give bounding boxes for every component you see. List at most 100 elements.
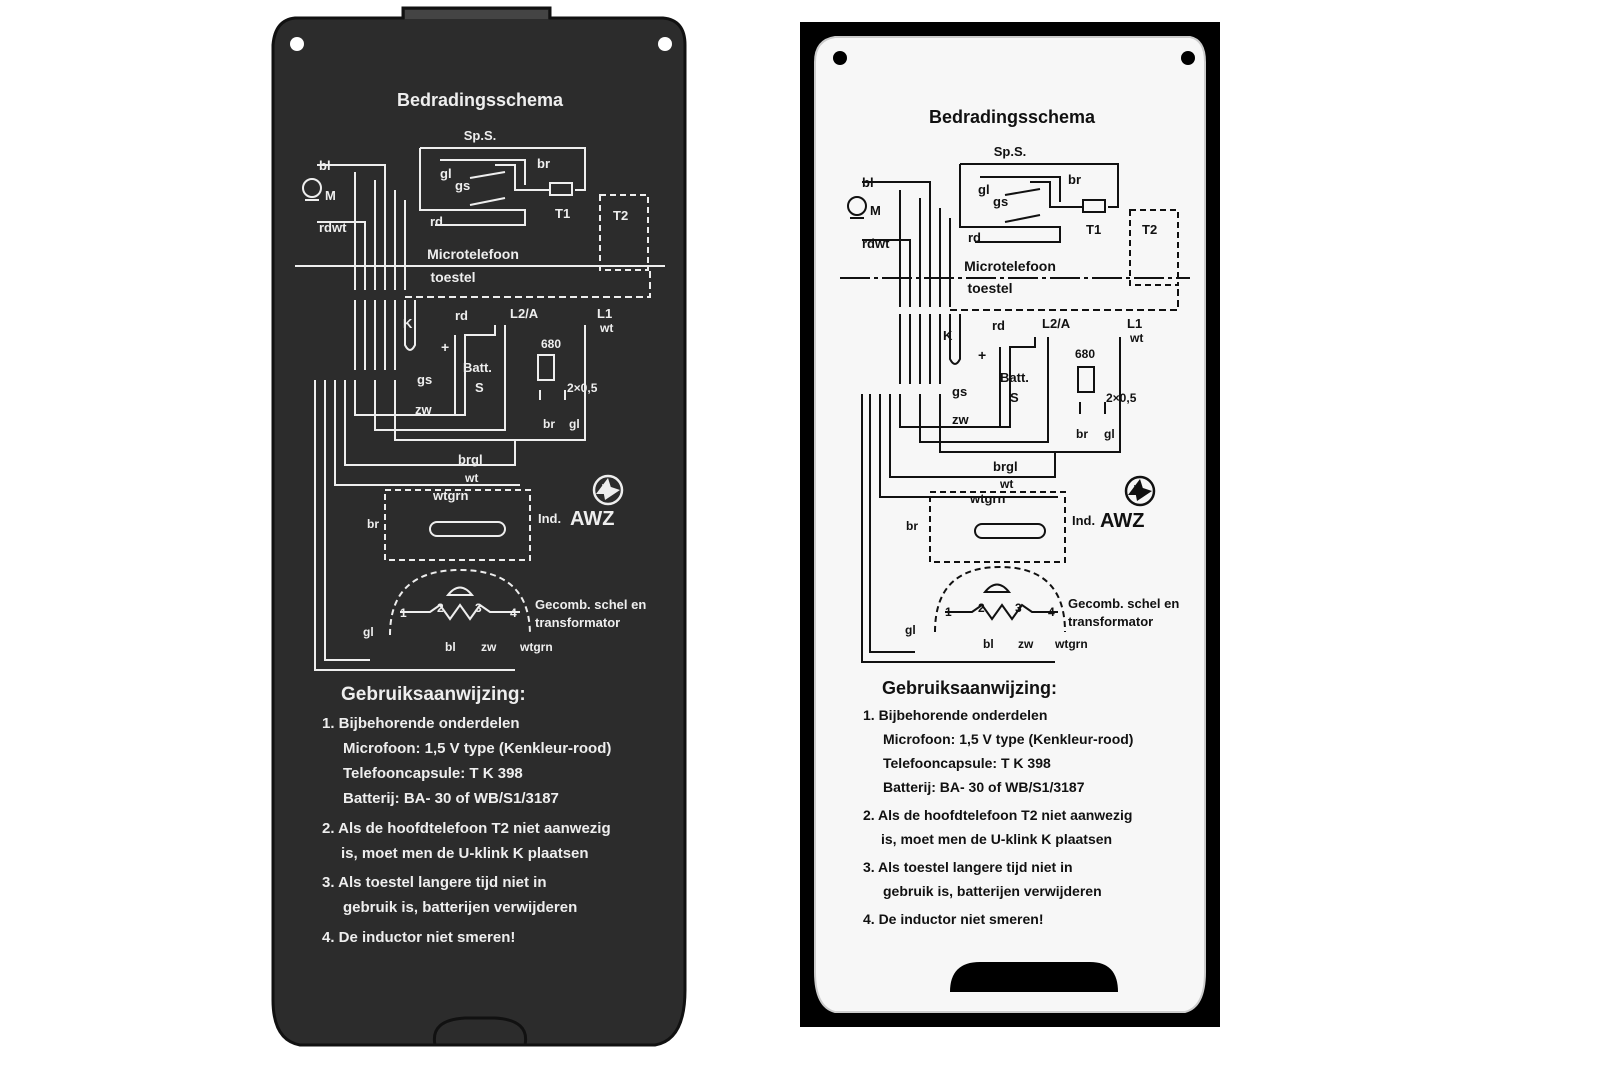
label-batt: Batt. bbox=[463, 360, 492, 375]
label-gl-3: gl bbox=[363, 625, 374, 639]
light-label-zw: zw bbox=[952, 412, 970, 427]
label-t1: T1 bbox=[555, 206, 570, 221]
light-instruction-line-5: 2. Als de hoofdtelefoon T2 niet aanwezig bbox=[863, 807, 1132, 823]
label-zw: zw bbox=[415, 402, 433, 417]
label-brgl: brgl bbox=[458, 452, 483, 467]
light-awz-logo-icon bbox=[1124, 475, 1156, 507]
light-label-plus: + bbox=[978, 347, 986, 363]
label-rdwt: rdwt bbox=[319, 220, 347, 235]
light-label-k: K bbox=[943, 328, 953, 343]
instruction-line-3: Telefooncapsule: T K 398 bbox=[343, 765, 523, 782]
label-wt-2: wt bbox=[464, 471, 478, 485]
dark-labels: Bedradingsschema Sp.S. bl M rdwt gl gs b… bbox=[319, 90, 646, 654]
instruction-line-2: Microfoon: 1,5 V type (Kenkleur-rood) bbox=[343, 740, 611, 757]
bottom-slot bbox=[950, 962, 1118, 992]
label-s: S bbox=[475, 380, 484, 395]
light-instruction-line-9: 4. De inductor niet smeren! bbox=[863, 911, 1043, 927]
label-br-2: br bbox=[543, 417, 555, 431]
label-rd-2: rd bbox=[455, 308, 468, 323]
light-mount-hole-right bbox=[1181, 51, 1195, 65]
light-instruction-line-1: 1. Bijbehorende onderdelen bbox=[863, 707, 1047, 723]
light-diagram-title: Bedradingsschema bbox=[929, 107, 1096, 127]
label-cap: 2×0,5 bbox=[567, 381, 598, 395]
label-ind: Ind. bbox=[538, 511, 561, 526]
light-label-gecomb-1: Gecomb. schel en bbox=[1068, 596, 1179, 611]
label-n3: 3 bbox=[475, 601, 482, 615]
instruction-line-7: 3. Als toestel langere tijd niet in bbox=[322, 874, 547, 891]
instruction-line-5: 2. Als de hoofdtelefoon T2 niet aanwezig bbox=[322, 820, 611, 837]
instruction-line-1: 1. Bijbehorende onderdelen bbox=[322, 715, 520, 732]
instruction-line-8: gebruik is, batterijen verwijderen bbox=[343, 899, 577, 916]
light-label-rd-2: rd bbox=[992, 318, 1005, 333]
light-label-n4: 4 bbox=[1048, 605, 1055, 619]
light-label-t1: T1 bbox=[1086, 222, 1101, 237]
light-instruction-line-2: Microfoon: 1,5 V type (Kenkleur-rood) bbox=[883, 731, 1133, 747]
light-label-rd: rd bbox=[968, 230, 981, 245]
light-label-gecomb-2: transformator bbox=[1068, 614, 1153, 629]
light-label-n3: 3 bbox=[1015, 601, 1022, 615]
light-label-br-2: br bbox=[1076, 427, 1088, 441]
light-brand-awz: AWZ bbox=[1100, 510, 1144, 532]
label-gl: gl bbox=[440, 166, 452, 181]
label-gs-2: gs bbox=[417, 372, 432, 387]
light-wiring bbox=[840, 163, 1190, 663]
label-bl-2: bl bbox=[445, 640, 456, 654]
light-instructions: Gebruiksaanwijzing: 1. Bijbehorende onde… bbox=[863, 678, 1133, 927]
light-label-br-3: br bbox=[906, 519, 918, 533]
instruction-line-4: Batterij: BA- 30 of WB/S1/3187 bbox=[343, 790, 559, 807]
label-gecomb-1: Gecomb. schel en bbox=[535, 597, 646, 612]
light-label-s: S bbox=[1010, 390, 1019, 405]
label-wt: wt bbox=[599, 321, 613, 335]
light-label-microtelefoon: Microtelefoon bbox=[964, 258, 1056, 274]
light-label-sps: Sp.S. bbox=[994, 144, 1027, 159]
light-labels: Bedradingsschema Sp.S. bl M rdwt gl gs b… bbox=[862, 107, 1179, 651]
light-instruction-line-6: is, moet men de U-klink K plaatsen bbox=[881, 831, 1112, 847]
light-label-gs-2: gs bbox=[952, 384, 967, 399]
light-label-br: br bbox=[1068, 172, 1081, 187]
light-mount-hole-left bbox=[833, 51, 847, 65]
light-instruction-line-3: Telefooncapsule: T K 398 bbox=[883, 755, 1051, 771]
label-gs: gs bbox=[455, 178, 470, 193]
light-plate-svg: Bedradingsschema Sp.S. bl M rdwt gl gs b… bbox=[814, 36, 1206, 1013]
light-label-ind: Ind. bbox=[1072, 513, 1095, 528]
label-m: M bbox=[325, 188, 336, 203]
light-instruction-line-8: gebruik is, batterijen verwijderen bbox=[883, 883, 1102, 899]
light-label-m: M bbox=[870, 203, 881, 218]
light-label-l2a: L2/A bbox=[1042, 316, 1071, 331]
light-label-wt: wt bbox=[1129, 331, 1143, 345]
label-n4: 4 bbox=[510, 606, 517, 620]
label-sps: Sp.S. bbox=[464, 128, 497, 143]
label-k: K bbox=[403, 316, 413, 331]
label-l2a: L2/A bbox=[510, 306, 539, 321]
instruction-line-9: 4. De inductor niet smeren! bbox=[322, 929, 515, 946]
light-label-680: 680 bbox=[1075, 347, 1095, 361]
light-label-wt-2: wt bbox=[999, 477, 1013, 491]
light-label-bl: bl bbox=[862, 175, 874, 190]
light-instruction-line-4: Batterij: BA- 30 of WB/S1/3187 bbox=[883, 779, 1085, 795]
label-680: 680 bbox=[541, 337, 561, 351]
label-microtelefoon: Microtelefoon bbox=[427, 246, 519, 262]
dark-wiring bbox=[295, 147, 665, 671]
instructions-heading: Gebruiksaanwijzing: bbox=[341, 684, 526, 705]
light-label-toestel: toestel bbox=[967, 280, 1012, 296]
light-label-wtgrn-2: wtgrn bbox=[1054, 637, 1088, 651]
top-tab bbox=[405, 10, 548, 19]
brand-awz: AWZ bbox=[570, 508, 614, 530]
label-gecomb-2: transformator bbox=[535, 615, 620, 630]
light-label-brgl: brgl bbox=[993, 459, 1018, 474]
light-label-n1: 1 bbox=[945, 605, 952, 619]
label-br-3: br bbox=[367, 517, 379, 531]
label-wtgrn: wtgrn bbox=[432, 488, 468, 503]
light-label-gl: gl bbox=[978, 182, 990, 197]
instruction-line-6: is, moet men de U-klink K plaatsen bbox=[341, 845, 589, 862]
awz-logo-icon bbox=[592, 474, 624, 506]
light-label-bl-2: bl bbox=[983, 637, 994, 651]
label-zw-2: zw bbox=[481, 640, 497, 654]
diagram-title: Bedradingsschema bbox=[397, 90, 564, 110]
light-label-t2: T2 bbox=[1142, 222, 1157, 237]
light-label-rdwt: rdwt bbox=[862, 236, 890, 251]
label-t2: T2 bbox=[613, 208, 628, 223]
label-l1: L1 bbox=[597, 306, 612, 321]
label-gl-2: gl bbox=[569, 417, 580, 431]
light-label-cap: 2×0,5 bbox=[1106, 391, 1137, 405]
